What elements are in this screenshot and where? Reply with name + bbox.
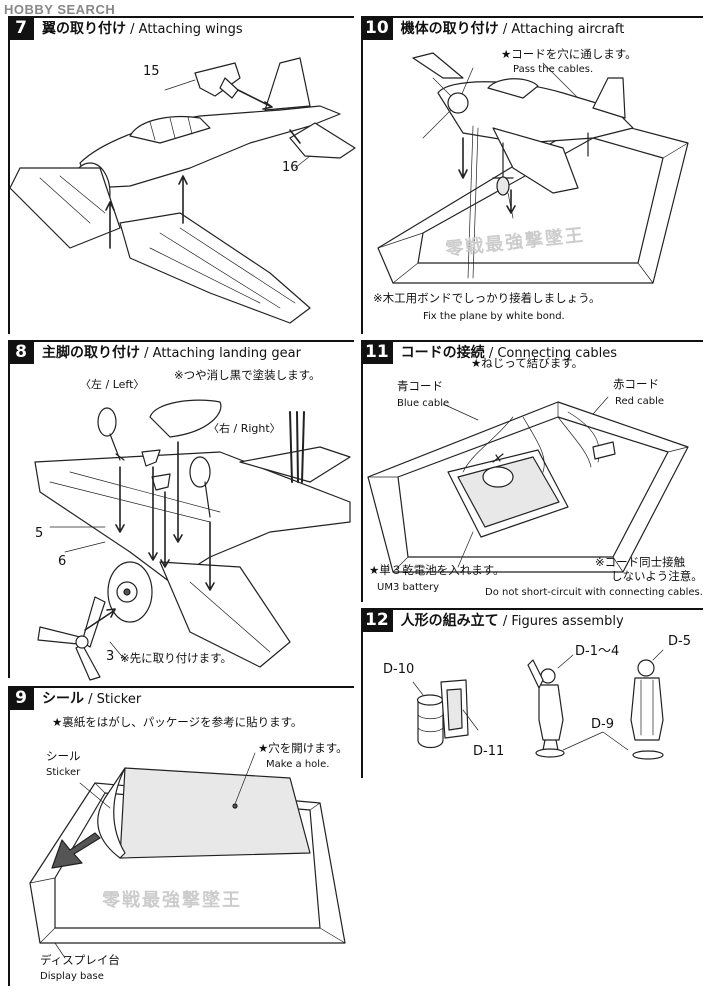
short-circuit-en: Do not short-circuit with connecting cab… xyxy=(485,587,703,598)
base-engraving: 零戦最強撃墜王 xyxy=(102,890,242,911)
watermark: HOBBY SEARCH xyxy=(4,2,116,17)
step-number: 8 xyxy=(8,340,34,364)
step-8-header: 8 主脚の取り付け / Attaching landing gear xyxy=(8,340,301,364)
part-15-label: 15 xyxy=(143,64,160,79)
step-title-jp: 翼の取り付け xyxy=(42,21,126,37)
step-number: 7 xyxy=(8,16,34,40)
part-3-label: 3 xyxy=(106,649,115,664)
right-gear-label: 〈右 / Right〉 xyxy=(208,422,281,435)
peel-note: ★裏紙をはがし、パッケージを参考に貼ります。 xyxy=(52,715,303,729)
figures-illustration xyxy=(412,649,664,760)
step-number: 9 xyxy=(8,686,34,710)
step-number: 10 xyxy=(361,16,393,40)
left-gear-label: 〈左 / Left〉 xyxy=(80,378,145,391)
display-base-jp: ディスプレイ台 xyxy=(40,953,120,967)
red-cable-jp: 赤コード xyxy=(613,377,659,391)
d5-label: D-5 xyxy=(668,634,691,649)
battery-jp: ★単３乾電池を入れます。 xyxy=(369,563,505,577)
step-title-jp: 機体の取り付け xyxy=(400,21,499,37)
sticker-illustration xyxy=(29,752,346,959)
step-title-jp: コードの接続 xyxy=(400,345,485,361)
pass-cables-jp: ★コードを穴に通します。 xyxy=(501,47,637,61)
aircraft-on-base-illustration xyxy=(377,52,689,284)
red-cable-en: Red cable xyxy=(615,396,665,407)
blue-cable-jp: 青コード xyxy=(397,379,443,393)
step-12-header: 12 人形の組み立て / Figures assembly xyxy=(361,608,624,632)
short-circuit-jp-1: ※コード同士接触 xyxy=(595,555,686,569)
wing-attachment-illustration xyxy=(9,57,356,324)
battery-en: UM3 battery xyxy=(377,582,439,593)
step-title-en: / Attaching wings xyxy=(130,22,243,37)
step-number: 11 xyxy=(361,340,393,364)
part-16-label: 16 xyxy=(282,160,299,175)
step-7-panel: 7 翼の取り付け / Attaching wings 15 xyxy=(8,16,356,334)
step-9-panel: 9 シール / Sticker 零戦最強撃墜王 ★裏紙をはがし、パッケージを参考… xyxy=(8,686,354,986)
d1-4-label: D-1～4 xyxy=(575,644,620,659)
step-title-en: / Figures assembly xyxy=(502,614,624,629)
cable-connection-illustration xyxy=(367,396,689,573)
step-11-panel: 11 コードの接続 / Connecting cables ★ねじって結びます。… xyxy=(361,340,703,602)
d10-label: D-10 xyxy=(383,662,415,677)
step-8-panel: 8 主脚の取り付け / Attaching landing gear xyxy=(8,340,354,681)
sticker-jp: シール xyxy=(46,749,81,763)
step-9-header: 9 シール / Sticker xyxy=(8,686,141,710)
step-11-header: 11 コードの接続 / Connecting cables xyxy=(361,340,617,364)
step-12-panel: 12 人形の組み立て / Figures assembly D-10 D-11 … xyxy=(361,608,703,778)
step-title-jp: シール xyxy=(42,691,84,707)
d11-label: D-11 xyxy=(473,744,505,759)
step-number: 12 xyxy=(361,608,393,632)
step-title-en: / Connecting cables xyxy=(488,346,618,361)
white-bond-jp: ※木工用ボンドでしっかり接着しましょう。 xyxy=(373,291,601,305)
part-6-label: 6 xyxy=(58,554,67,569)
make-hole-jp: ★穴を開けます。 xyxy=(258,741,348,755)
sticker-en: Sticker xyxy=(46,767,81,778)
landing-gear-illustration xyxy=(34,399,351,681)
step-10-header: 10 機体の取り付け / Attaching aircraft xyxy=(361,16,624,40)
attach-first-note: ※先に取り付けます。 xyxy=(120,651,232,665)
twist-note: ★ねじって結びます。 xyxy=(471,356,584,370)
part-5-label: 5 xyxy=(35,526,44,541)
blue-cable-en: Blue cable xyxy=(397,398,450,409)
d9-label: D-9 xyxy=(591,717,614,732)
pass-cables-en: Pass the cables. xyxy=(513,64,594,75)
step-10-panel: 10 機体の取り付け / Attaching aircraft 零戦最強撃墜王 … xyxy=(361,16,703,334)
step-title-en: / Sticker xyxy=(88,692,142,707)
step-title-en: / Attaching aircraft xyxy=(502,22,625,37)
step-title-en: / Attaching landing gear xyxy=(144,346,301,361)
paint-note: ※つや消し黒で塗装します。 xyxy=(174,368,321,382)
step-title-jp: 人形の組み立て xyxy=(400,613,499,629)
display-base-en: Display base xyxy=(40,971,104,982)
step-title-jp: 主脚の取り付け xyxy=(42,345,140,361)
short-circuit-jp-2: しないよう注意。 xyxy=(611,569,703,583)
step-7-header: 7 翼の取り付け / Attaching wings xyxy=(8,16,243,40)
white-bond-en: Fix the plane by white bond. xyxy=(423,311,565,322)
make-hole-en: Make a hole. xyxy=(266,759,330,770)
